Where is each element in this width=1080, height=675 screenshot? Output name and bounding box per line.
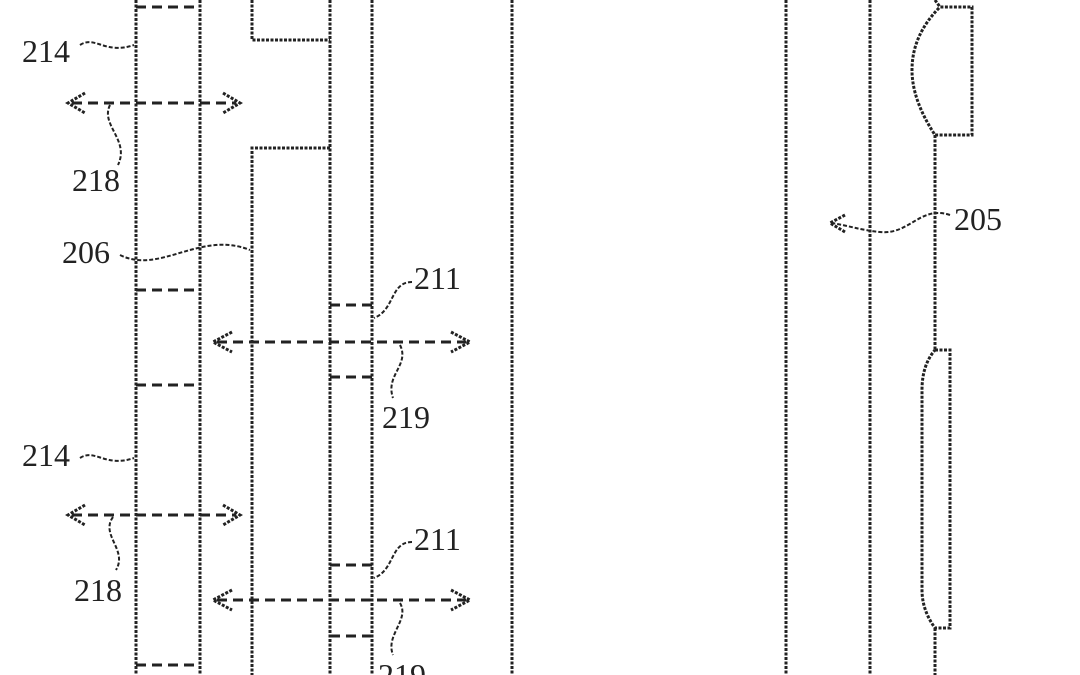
- lens-structure-bottom: [922, 350, 950, 628]
- double-arrow-218-top: [68, 93, 240, 113]
- lens-structure-top: [912, 0, 972, 135]
- double-arrow-218-bottom: [68, 505, 240, 525]
- label-219: 219: [382, 399, 430, 435]
- label-219: 219: [378, 657, 426, 675]
- label-205: 205: [954, 201, 1002, 237]
- label-218: 218: [74, 572, 122, 608]
- label-211: 211: [414, 521, 461, 557]
- substrate-lines: [512, 0, 935, 675]
- layer-211: [330, 0, 372, 675]
- label-218: 218: [72, 162, 120, 198]
- strip-214: [136, 0, 200, 675]
- label-206: 206: [62, 234, 110, 270]
- label-214: 214: [22, 33, 70, 69]
- element-206: [252, 0, 330, 675]
- arrow-205: [830, 213, 950, 232]
- label-214: 214: [22, 437, 70, 473]
- label-211: 211: [414, 260, 461, 296]
- leaders: [80, 42, 412, 655]
